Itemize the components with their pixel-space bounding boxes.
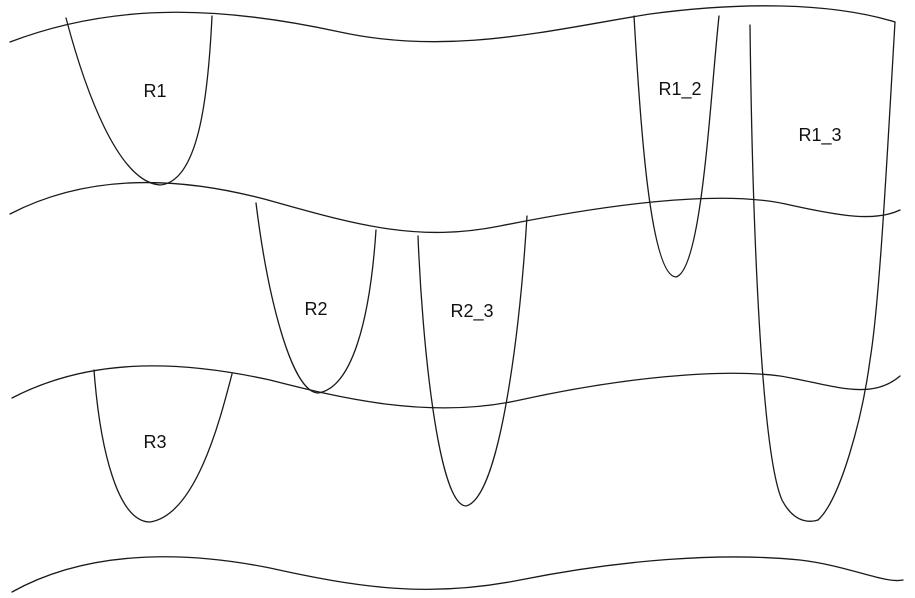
layer-boundary-4 — [11, 556, 904, 593]
region-r2-3-outline — [417, 215, 528, 507]
region-r1-outline — [65, 15, 213, 186]
region-label-r2-3: R2_3 — [450, 301, 493, 322]
region-label-r1: R1 — [143, 81, 166, 101]
layer-boundary-3 — [11, 365, 901, 409]
region-r2-outline — [255, 202, 377, 394]
region-label-r1-2: R1_2 — [658, 79, 701, 100]
layer-boundary-2 — [9, 181, 901, 234]
region-label-r3: R3 — [143, 432, 166, 452]
region-r1-3-left-edge — [749, 24, 819, 522]
region-r1-3-right-edge — [817, 21, 896, 521]
layer-boundary-1 — [9, 5, 896, 43]
region-r3-outline — [93, 369, 233, 523]
region-r1-2-outline — [633, 15, 720, 278]
region-label-r2: R2 — [304, 299, 327, 319]
region-label-r1-3: R1_3 — [798, 125, 841, 146]
